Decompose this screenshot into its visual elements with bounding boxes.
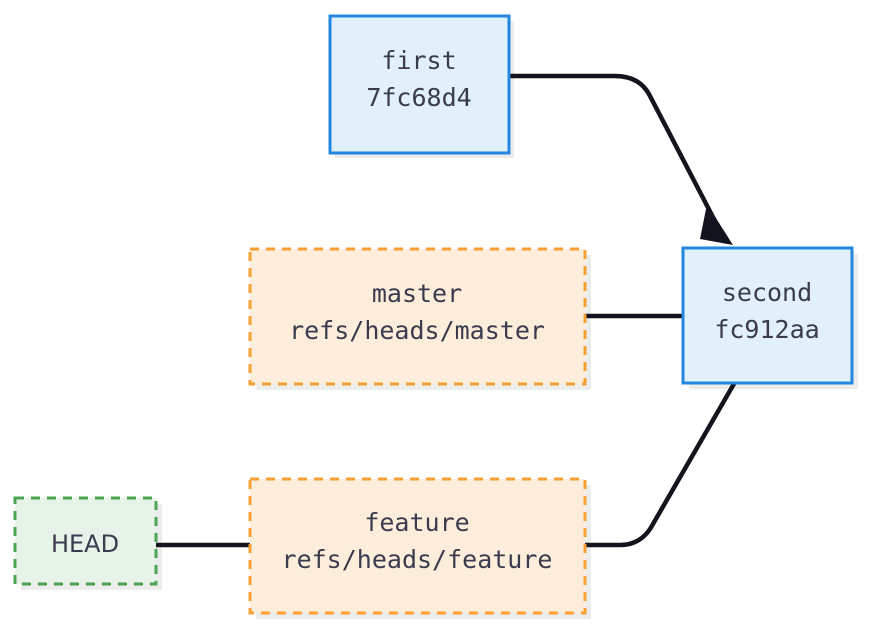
second-node-title: second — [722, 278, 812, 307]
edge-first-to-second-arrowhead — [700, 204, 733, 245]
feature-node-path: refs/heads/feature — [282, 545, 553, 574]
master-node-path: refs/heads/master — [289, 316, 545, 345]
node-head[interactable]: HEAD — [13, 496, 158, 586]
node-second[interactable]: second fc912aa — [681, 246, 854, 385]
node-feature[interactable]: feature refs/heads/feature — [248, 477, 587, 615]
feature-node-box[interactable] — [248, 477, 587, 615]
first-node-hash: 7fc68d4 — [366, 83, 471, 112]
first-node-title: first — [381, 46, 456, 75]
feature-node-title: feature — [364, 508, 469, 537]
master-node-box[interactable] — [248, 247, 587, 386]
head-node-title: HEAD — [51, 530, 119, 558]
second-node-hash: fc912aa — [714, 315, 819, 344]
node-master[interactable]: master refs/heads/master — [248, 247, 587, 386]
head-node-box[interactable] — [13, 496, 158, 586]
node-first[interactable]: first 7fc68d4 — [328, 14, 511, 155]
edge-first-to-second — [509, 73, 717, 223]
master-node-title: master — [372, 279, 462, 308]
second-node-box[interactable] — [681, 246, 854, 385]
first-node-box[interactable] — [328, 14, 511, 155]
edge-feature-to-second — [584, 380, 737, 548]
